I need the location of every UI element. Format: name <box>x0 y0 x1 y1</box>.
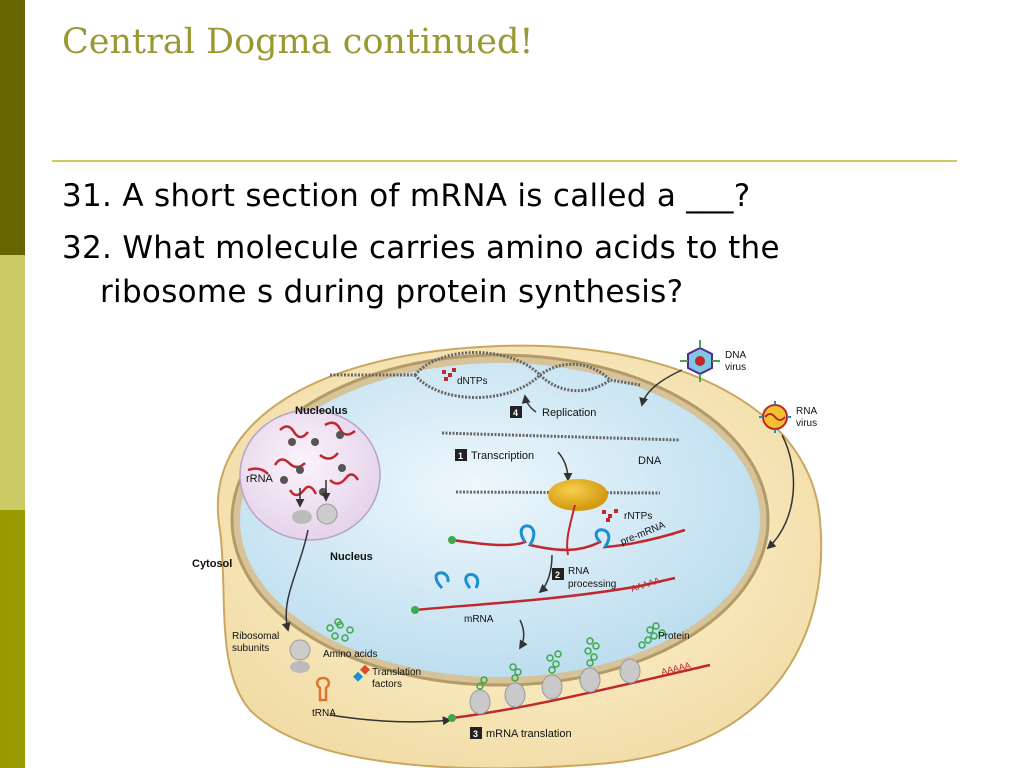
central-dogma-diagram: Nucleolus rRNA Nucleus Cytosol dNTPs 4 R… <box>192 340 823 768</box>
label-dna: DNA <box>638 455 662 467</box>
dntps-dots <box>442 368 456 381</box>
label-rna-virus-2: virus <box>796 418 817 429</box>
step-4-box <box>510 406 522 418</box>
sidebar-band-middle <box>0 255 25 510</box>
label-mrna-translation: mRNA translation <box>486 728 572 740</box>
step-3-box <box>470 727 482 739</box>
label-mrna: mRNA <box>464 614 494 625</box>
label-transcription: Transcription <box>471 450 534 462</box>
ribosome-subunit-small <box>292 510 312 524</box>
mrna-strand <box>414 576 676 612</box>
label-nucleus: Nucleus <box>330 551 373 563</box>
rna-polymerase <box>548 479 608 511</box>
label-rna-processing-2: processing <box>568 579 616 590</box>
nucleolus-beads <box>280 431 346 496</box>
pre-mrna-strand <box>451 524 686 552</box>
sidebar-decoration <box>0 0 25 768</box>
label-protein: Protein <box>658 631 690 642</box>
label-trna: tRNA <box>312 708 336 719</box>
step-3-number: 3 <box>473 729 478 739</box>
ribosome-subunit-cyto-small <box>290 661 310 673</box>
slide-title: Central Dogma continued! <box>62 22 534 62</box>
nucleolus <box>239 409 381 541</box>
spliced-intron-2 <box>464 573 480 589</box>
label-dna-virus-2: virus <box>725 362 746 373</box>
label-rna-virus-1: RNA <box>796 406 817 417</box>
label-amino-acids: Amino acids <box>323 649 377 660</box>
label-replication: Replication <box>542 407 596 419</box>
title-divider <box>52 160 957 162</box>
rntps-dots <box>602 509 618 522</box>
label-dntps: dNTPs <box>457 376 488 387</box>
label-ribosomal-2: subunits <box>232 643 269 654</box>
step-4-number: 4 <box>513 408 518 418</box>
label-rntps: rNTPs <box>624 511 652 522</box>
label-rrna: rRNA <box>246 473 274 485</box>
step-2-box <box>552 568 564 580</box>
step-1-box <box>455 449 467 461</box>
dna-strand-middle <box>441 431 681 442</box>
dna-virus-icon <box>680 340 720 382</box>
sidebar-band-top <box>0 0 25 255</box>
label-cytosol: Cytosol <box>192 558 232 570</box>
label-rna-processing-1: RNA <box>568 566 589 577</box>
question-32-line2: ribosome s during protein synthesis? <box>100 274 684 310</box>
amino-acid-dots <box>326 618 354 642</box>
ribosome-subunit-cyto-large <box>289 639 311 661</box>
dna-replication-strands <box>330 351 641 399</box>
ribosomes-on-mrna <box>469 658 641 715</box>
step-2-number: 2 <box>555 570 560 580</box>
step-1-number: 1 <box>458 451 463 461</box>
trna-icon <box>315 676 331 702</box>
label-ribosomal-1: Ribosomal <box>232 631 279 642</box>
label-dna-virus-1: DNA <box>725 350 746 361</box>
label-nucleolus: Nucleolus <box>295 405 348 417</box>
sidebar-band-bottom <box>0 510 25 768</box>
rna-virus-icon <box>759 401 791 433</box>
label-translation-factors-1: Translation <box>372 667 421 678</box>
spliced-intron-1 <box>434 571 450 590</box>
ribosome-subunit-large <box>316 503 338 525</box>
question-32-line1: 32. What molecule carries amino acids to… <box>62 230 780 266</box>
label-translation-factors-2: factors <box>372 679 402 690</box>
question-31: 31. A short section of mRNA is called a … <box>62 178 751 214</box>
nascent-protein-chains <box>476 622 666 690</box>
